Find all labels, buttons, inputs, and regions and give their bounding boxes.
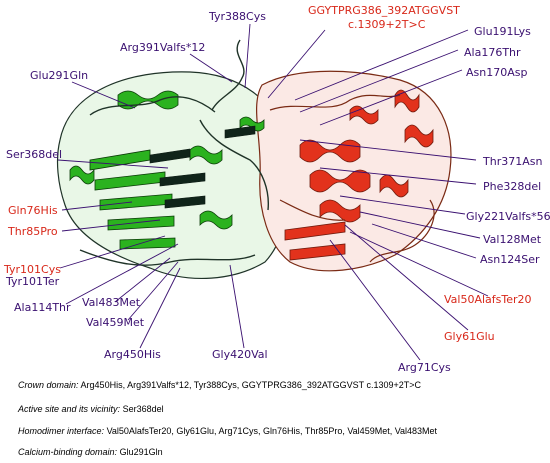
leader-line	[65, 243, 179, 305]
dark-strand	[149, 148, 191, 164]
leader-line	[267, 29, 326, 99]
leader-line	[319, 69, 463, 126]
legend-value: Val50AlafsTer20, Gly61Glu, Arg71Cys, Gln…	[106, 426, 438, 436]
leader-line	[139, 267, 181, 349]
red-helix	[404, 124, 434, 148]
label-gly221valfs: Gly221Valfs*56	[466, 210, 550, 223]
leader-line	[299, 49, 459, 113]
label-tyr388cys: Tyr388Cys	[208, 10, 266, 23]
legend-key: Homodimer interface:	[18, 426, 105, 436]
leader-line	[339, 195, 466, 215]
red-helix	[309, 169, 371, 193]
dark-strand	[159, 172, 206, 187]
leader-line	[189, 53, 233, 83]
label-glu291gln: Glu291Gln	[30, 69, 88, 82]
legend-homodimer-interface: Homodimer interface: Val50AlafsTer20, Gl…	[18, 426, 437, 436]
dark-strand	[164, 195, 206, 209]
legend-key: Calcium-binding domain:	[18, 447, 118, 457]
leader-line	[59, 235, 166, 269]
legend-key: Crown domain:	[18, 380, 79, 390]
legend-value: Ser368del	[122, 404, 164, 414]
legend-value: Glu291Gln	[119, 447, 163, 457]
legend-key: Active site and its vicinity:	[18, 404, 121, 414]
green-helix	[239, 116, 265, 132]
label-ggytprg-line2: c.1309+2T>C	[348, 18, 426, 31]
backbone-coil	[369, 199, 435, 263]
leader-line	[371, 223, 477, 259]
leader-line	[57, 159, 169, 169]
legend-calcium-binding: Calcium-binding domain: Glu291Gln	[18, 447, 163, 457]
label-tyr101ter: Tyr101Ter	[5, 275, 60, 288]
label-gly61glu: Gly61Glu	[444, 330, 495, 343]
leader-line	[349, 231, 489, 297]
green-helix	[189, 145, 223, 165]
backbone-coil	[269, 94, 401, 111]
label-thr371asn: Thr371Asn	[482, 155, 542, 168]
leader-lines	[57, 23, 489, 361]
variant-labels: Tyr388Cys Arg391Valfs*12 Glu291Gln Glu19…	[5, 10, 550, 374]
leader-line	[359, 211, 481, 239]
label-val459met: Val459Met	[86, 316, 145, 329]
backbone-coil	[199, 119, 269, 211]
label-phe328del: Phe328del	[483, 180, 541, 193]
green-helix	[199, 210, 233, 230]
label-glu191lys: Glu191Lys	[474, 25, 531, 38]
leader-line	[61, 201, 133, 211]
leader-line	[244, 23, 251, 89]
label-ala176thr: Ala176Thr	[464, 46, 521, 59]
red-helix	[319, 199, 361, 223]
protein-structure-diagram: Tyr388Cys Arg391Valfs*12 Glu291Gln Glu19…	[3, 4, 550, 374]
legend-value: Arg450His, Arg391Valfs*12, Tyr388Cys, GG…	[80, 380, 422, 390]
backbone-coil	[211, 39, 245, 111]
leader-line	[127, 261, 179, 321]
leader-line	[319, 167, 477, 185]
red-strand	[289, 243, 346, 261]
leader-line	[299, 139, 477, 161]
label-ggytprg-line1: GGYTPRG386_392ATGGVST	[308, 4, 460, 17]
label-arg71cys: Arg71Cys	[398, 361, 451, 374]
leader-line	[329, 239, 421, 361]
red-strand	[284, 221, 346, 241]
label-gln76his: Gln76His	[8, 204, 58, 217]
label-asn170asp: Asn170Asp	[466, 66, 527, 79]
label-asn124ser: Asn124Ser	[480, 253, 540, 266]
leader-line	[344, 224, 469, 331]
variant-labels-red: GGYTPRG386_392ATGGVST c.1309+2T>C Gln76H…	[3, 4, 532, 343]
label-val50alafster20: Val50AlafsTer20	[444, 293, 532, 306]
label-thr85pro: Thr85Pro	[7, 225, 58, 238]
label-arg391valfs: Arg391Valfs*12	[120, 41, 205, 54]
label-gly420val: Gly420Val	[212, 348, 268, 361]
green-helix	[69, 165, 95, 185]
backbone-coil	[89, 96, 216, 116]
label-val483met: Val483Met	[82, 296, 141, 309]
legend-crown-domain: Crown domain: Arg450His, Arg391Valfs*12,…	[18, 380, 421, 390]
label-ser368del: Ser368del	[6, 148, 62, 161]
label-tyr101cys: Tyr101Cys	[3, 263, 61, 276]
leader-line	[114, 257, 171, 303]
red-helix	[394, 89, 420, 113]
leader-line	[294, 29, 469, 101]
backbone-coil	[279, 199, 346, 221]
label-val128met: Val128Met	[483, 233, 542, 246]
leader-line	[61, 219, 161, 232]
leader-line	[229, 264, 245, 349]
red-helix	[379, 174, 409, 198]
legend-active-site: Active site and its vicinity: Ser368del	[18, 404, 164, 414]
leader-line	[71, 81, 136, 109]
green-strand	[107, 215, 175, 231]
backbone-coil	[79, 249, 256, 266]
dark-strand	[224, 125, 256, 139]
label-arg450his: Arg450His	[104, 348, 161, 361]
label-ala114thr: Ala114Thr	[14, 301, 71, 314]
